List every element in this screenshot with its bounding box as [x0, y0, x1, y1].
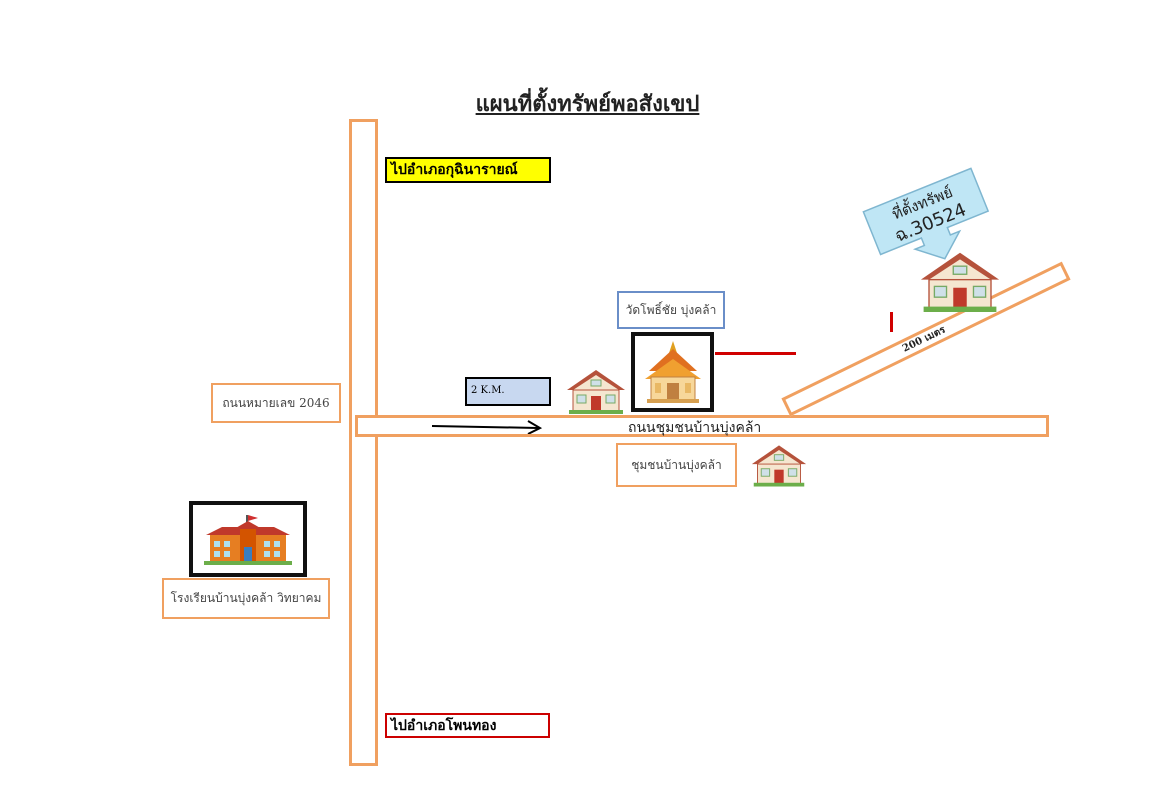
vertical-road — [349, 119, 378, 766]
highway-label: ถนนหมายเลข 2046 — [211, 383, 341, 423]
school-frame — [189, 501, 307, 577]
property-callout: ที่ตั้งทรัพย์ ฉ.30524 — [861, 166, 995, 268]
south-destination-label: ไปอำเภอโพนทอง — [385, 713, 550, 738]
north-destination-label: ไปอำเภอกุฉินารายณ์ — [385, 157, 551, 183]
arrow-right-icon — [431, 420, 543, 434]
school-icon — [204, 515, 292, 565]
village-label: ชุมชนบ้านบุ่งคล้า — [616, 443, 737, 487]
community-road-label: ถนนชุมชนบ้านบุ่งคล้า — [628, 420, 762, 436]
temple-icon — [644, 341, 701, 403]
temple-frame — [631, 332, 714, 412]
house-icon — [751, 445, 807, 487]
house-icon — [567, 370, 625, 414]
callout-arrow-icon — [862, 167, 990, 260]
property-red-marker — [890, 312, 893, 332]
distance-box: 2 K.M. — [465, 377, 551, 406]
map-title: แผนที่ตั้งทรัพย์พอสังเขป — [475, 92, 700, 117]
school-label: โรงเรียนบ้านบุ่งคล้า วิทยาคม — [162, 578, 330, 619]
temple-red-line — [715, 352, 796, 355]
house-icon — [920, 252, 1000, 312]
temple-label: วัดโพธิ์ชัย บุ่งคล้า — [617, 291, 725, 329]
